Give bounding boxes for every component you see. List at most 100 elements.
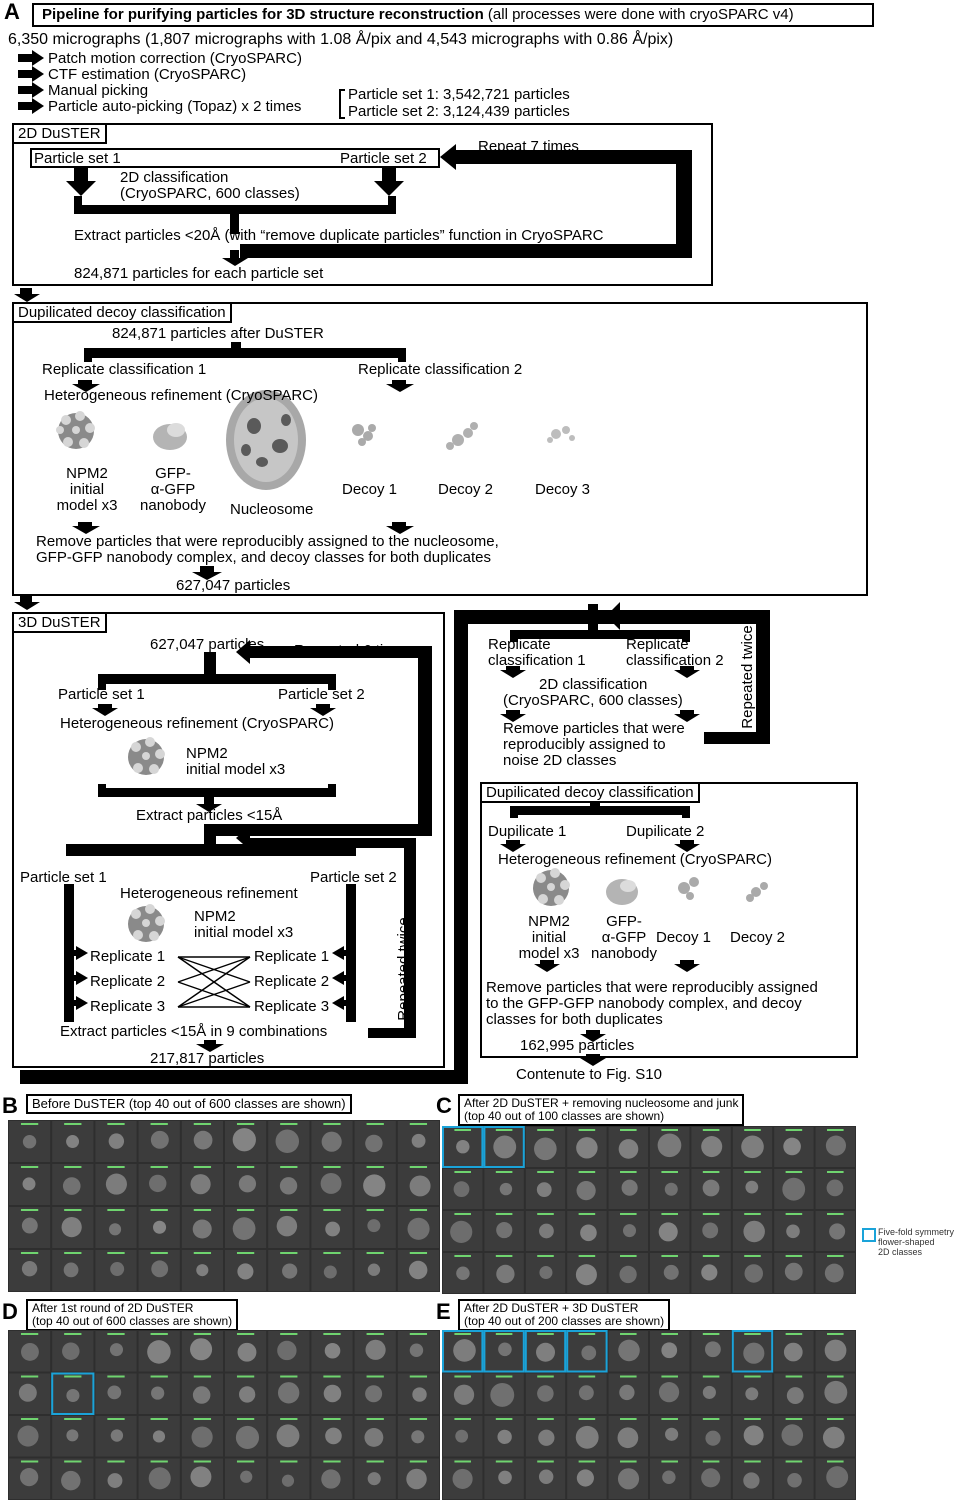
- right-rep1a: Replicate: [488, 636, 551, 653]
- replicate-cross-lines: [177, 956, 251, 1008]
- tile-label-bar: [454, 1333, 471, 1335]
- particle-density: [190, 1174, 211, 1195]
- tile-label-bar: [454, 1418, 471, 1420]
- tile-label-bar: [366, 1333, 384, 1335]
- tile-label-bar: [454, 1171, 471, 1173]
- panel-letter-a: A: [4, 0, 20, 24]
- tile-label-bar: [150, 1209, 168, 1211]
- five-fold-highlight: [442, 1330, 484, 1373]
- particle-density: [663, 1264, 679, 1280]
- particle-density: [453, 1181, 470, 1198]
- tile-label-bar: [578, 1333, 596, 1335]
- particle-density: [824, 1380, 848, 1404]
- npm2-map-1: [56, 411, 95, 449]
- particle-density: [148, 1467, 171, 1490]
- tile-label-bar: [537, 1333, 554, 1335]
- particle-density: [22, 1135, 37, 1149]
- five-fold-highlight: [483, 1330, 525, 1373]
- particle-density: [787, 1472, 802, 1488]
- decoy-3-label: Decoy 3: [535, 481, 591, 498]
- particle-density: [191, 1426, 213, 1448]
- tile-label-bar: [323, 1123, 341, 1125]
- panel-letter-b: B: [2, 1093, 18, 1118]
- particle-density: [452, 1468, 473, 1489]
- tile-label-bar: [64, 1209, 82, 1211]
- particle-density: [325, 1221, 341, 1237]
- tile-label-bar: [578, 1460, 596, 1463]
- tile-label-bar: [236, 1460, 255, 1463]
- tile-label-bar: [64, 1460, 82, 1463]
- tile-label-bar: [661, 1418, 678, 1420]
- panel-e-caption: After 2D DuSTER + 3D DuSTER(top 40 out o…: [458, 1299, 671, 1331]
- particle-density: [576, 1469, 594, 1487]
- step-patch-motion: Patch motion correction (CryoSPARC): [48, 50, 302, 67]
- gfp-label-line: nanobody: [140, 497, 206, 514]
- particle-density: [150, 1130, 169, 1149]
- tile-label-bar: [495, 1171, 513, 1173]
- particle-density: [152, 1430, 166, 1443]
- tile-label-bar: [537, 1460, 554, 1463]
- particle-density: [20, 1467, 39, 1487]
- tile-label-bar: [744, 1171, 761, 1173]
- particle-density: [20, 1342, 39, 1361]
- tile-label-bar: [702, 1375, 720, 1378]
- tile-label-bar: [785, 1129, 803, 1131]
- particle-density: [408, 1260, 428, 1280]
- tile-label-bar: [409, 1375, 428, 1378]
- particle-density: [453, 1339, 476, 1362]
- particle-density: [618, 1139, 639, 1159]
- tile-label-bar: [64, 1333, 82, 1335]
- tile-label-bar: [495, 1129, 513, 1131]
- tile-label-bar: [323, 1418, 341, 1420]
- tile-label-bar: [107, 1166, 125, 1168]
- title-bold: Pipeline for purifying particles for 3D …: [42, 6, 484, 23]
- particle-density: [702, 1222, 719, 1239]
- particle-density: [63, 1262, 79, 1278]
- tile-label-bar: [193, 1333, 212, 1335]
- duster-2d-repeat: Repeat 7 times: [478, 138, 579, 155]
- gfp-map-2: [606, 879, 638, 905]
- npm2-label-line: initial: [531, 929, 567, 946]
- particle-density: [411, 1430, 425, 1444]
- panel-b-caption: Before DuSTER (top 40 out of 600 classes…: [26, 1094, 352, 1114]
- tile-label-bar: [661, 1213, 678, 1215]
- particle-density: [455, 1429, 469, 1443]
- particle-density: [622, 1224, 637, 1238]
- particle-density: [783, 1342, 803, 1362]
- dup-2-label: Dupilicate 2: [626, 823, 705, 840]
- particle-density: [324, 1342, 341, 1359]
- class-average-tiles: [9, 1121, 439, 1291]
- npm2-map-2: [128, 737, 165, 775]
- particle-density: [110, 1429, 124, 1442]
- tile-label-bar: [64, 1123, 82, 1125]
- tile-label-bar: [280, 1375, 298, 1378]
- particle-density: [539, 1266, 553, 1280]
- particle-density: [321, 1131, 342, 1152]
- particle-density: [108, 1133, 125, 1149]
- tile-label-bar: [409, 1166, 428, 1168]
- gfp-label-line: α-GFP: [601, 929, 647, 946]
- tile-label-bar: [620, 1375, 637, 1378]
- particle-density: [275, 1129, 300, 1154]
- nucleosome-map: [226, 390, 306, 490]
- tile-label-bar: [107, 1333, 125, 1335]
- right-remove-b: to the GFP-GFP nanobody complex, and dec…: [486, 995, 802, 1012]
- particle-density: [412, 1387, 427, 1402]
- caption-line: (top 40 out of 600 classes are shown): [32, 1314, 233, 1328]
- nucleosome-label: Nucleosome: [230, 501, 314, 518]
- replicate-right-1: Replicate 1: [254, 948, 330, 965]
- particle-density: [147, 1340, 171, 1364]
- particle-density: [741, 1135, 764, 1159]
- particle-density: [276, 1424, 300, 1448]
- npm2-label-2b: initial model x3: [186, 761, 286, 778]
- particle-density: [537, 1385, 554, 1402]
- particle-density: [536, 1182, 552, 1198]
- tile-label-bar: [785, 1213, 803, 1215]
- duster-3d-set2: Particle set 2: [278, 686, 365, 703]
- duster-2d-classification: 2D classification: [120, 169, 229, 186]
- tile-label-bar: [495, 1213, 513, 1215]
- tile-label-bar: [366, 1418, 384, 1420]
- particle-density: [192, 1386, 211, 1404]
- tile-label-bar: [64, 1418, 82, 1420]
